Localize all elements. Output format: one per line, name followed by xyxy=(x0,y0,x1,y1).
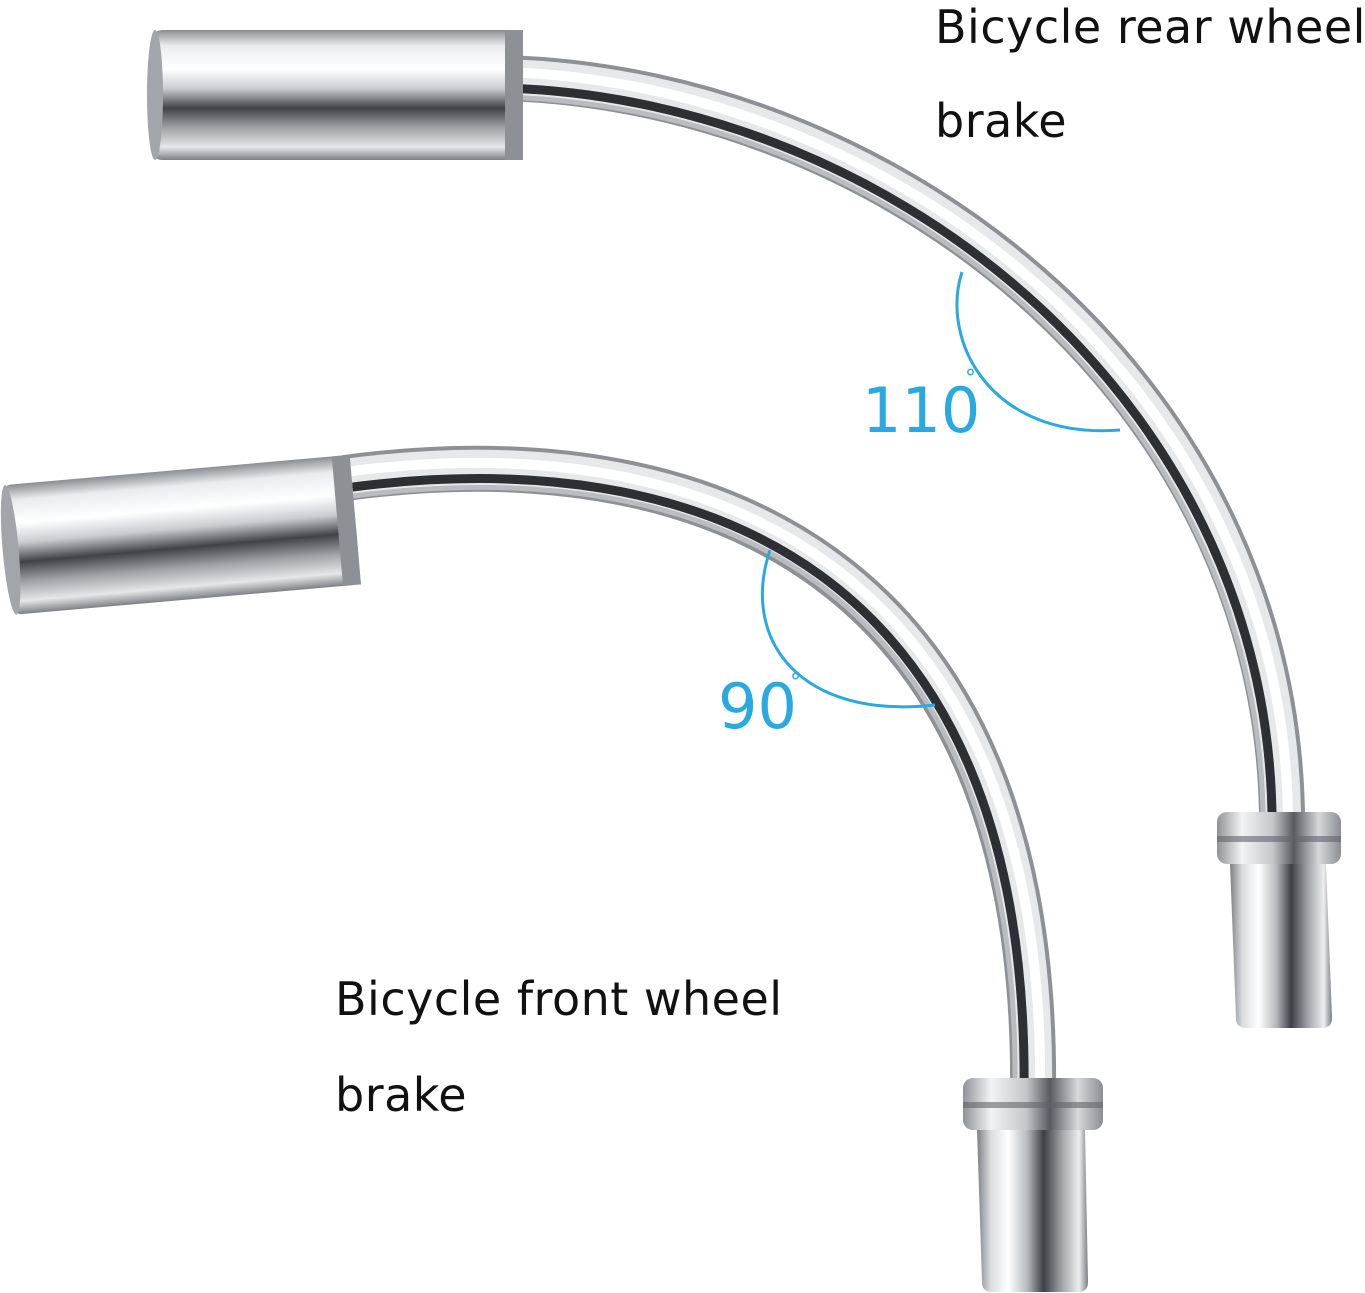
rear-angle-degree: ° xyxy=(965,366,976,391)
rear-angle-arc xyxy=(955,271,1121,433)
rear-angle-value: 110 xyxy=(862,374,981,447)
front-angle-value: 90 xyxy=(718,670,797,743)
rear-brake-label-line2: brake xyxy=(935,94,1068,148)
front-angle-arc xyxy=(760,549,936,709)
rear-brake-label-line1: Bicycle rear wheel xyxy=(935,0,1365,54)
front-angle-degree: ° xyxy=(790,670,801,695)
front-brake-label-line1: Bicycle front wheel xyxy=(335,972,783,1026)
front-brake-label-line2: brake xyxy=(335,1068,468,1122)
front-brake-noodle-icon xyxy=(0,445,1103,1292)
rear-brake-noodle-icon xyxy=(147,30,1341,1028)
